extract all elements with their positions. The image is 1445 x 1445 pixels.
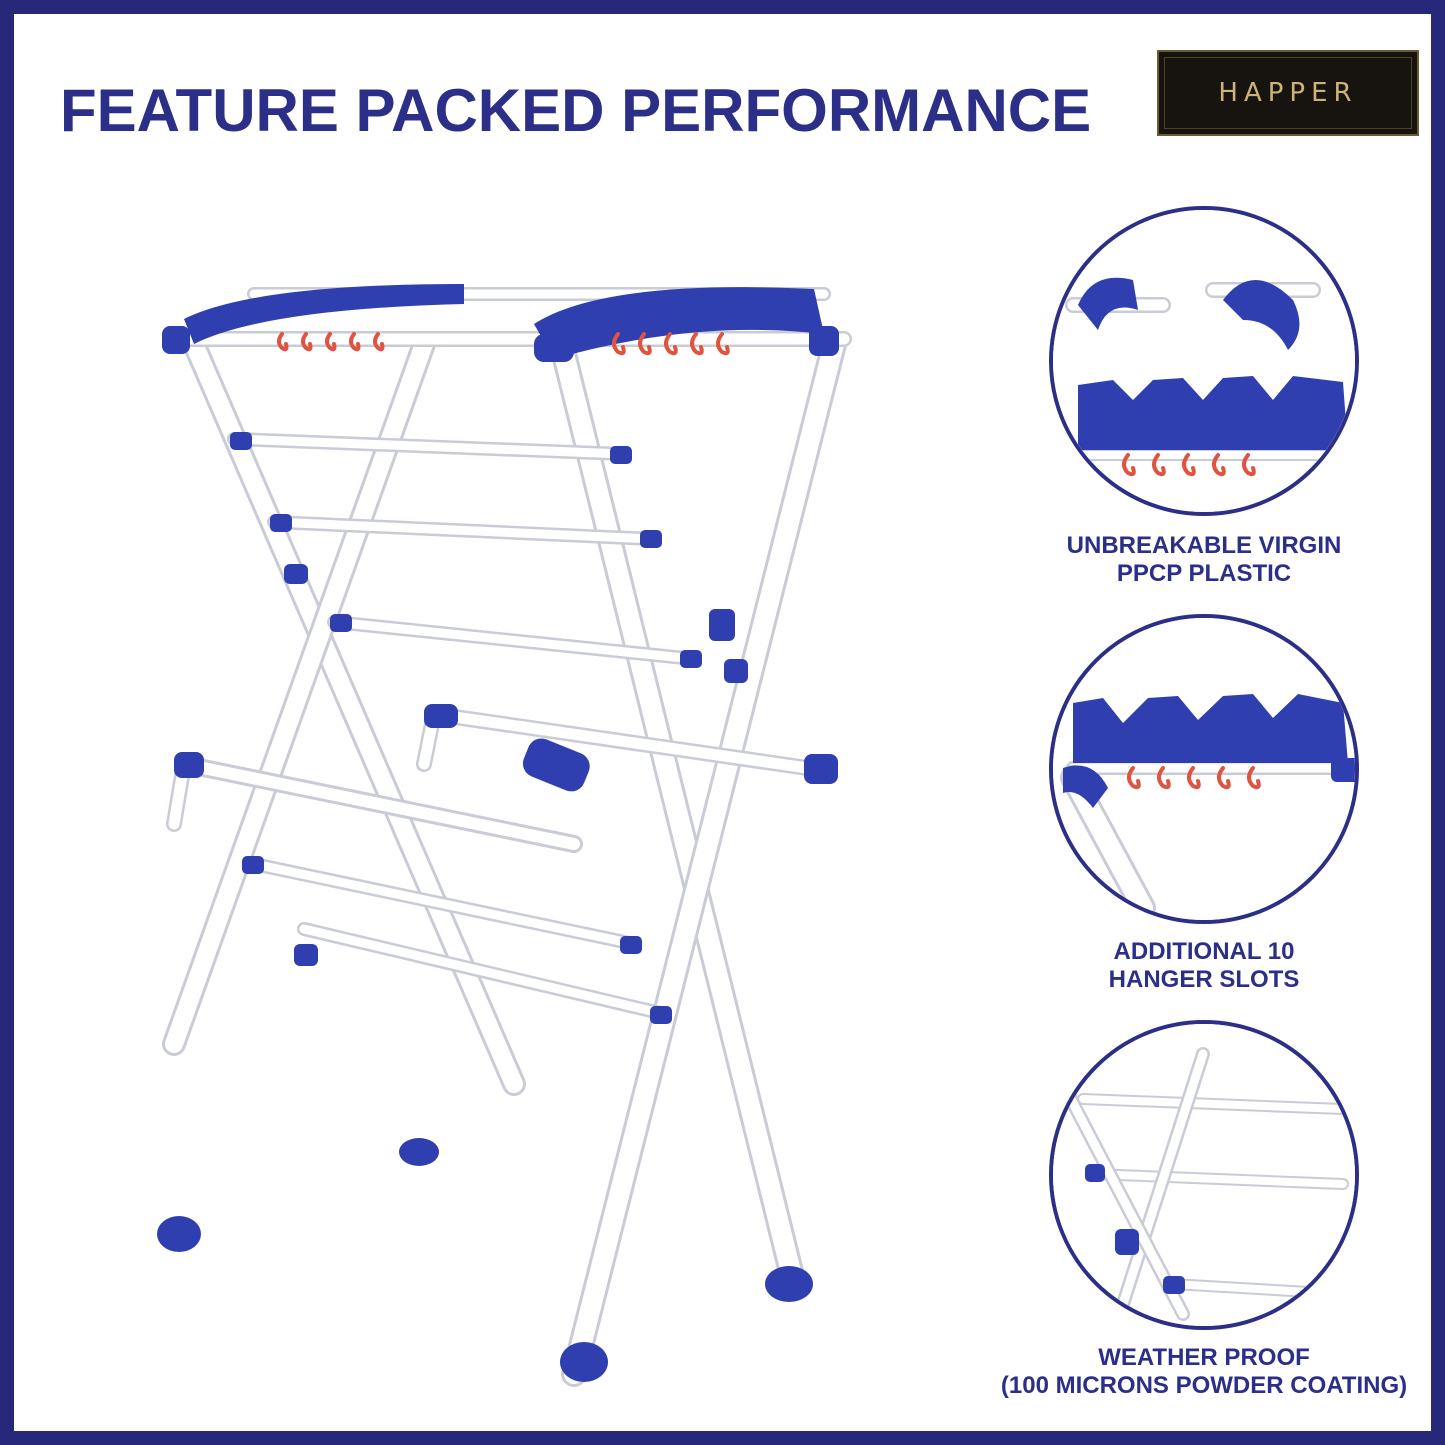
- feature-hangers-line2: HANGER SLOTS: [1108, 966, 1300, 993]
- feature-plastic-line2: PPCP PLASTIC: [1116, 560, 1292, 587]
- feature-plastic-line1: UNBREAKABLE VIRGIN: [1066, 532, 1342, 559]
- logo-border: [1164, 57, 1412, 129]
- feature-hangers-line1: ADDITIONAL 10: [1113, 938, 1295, 965]
- feature-coating-line2: (100 MICRONS POWDER COATING): [1000, 1372, 1408, 1399]
- brand-logo: HAPPER: [1157, 50, 1419, 136]
- feature-hangers-image: [1049, 614, 1359, 924]
- feature-plastic-image: [1049, 206, 1359, 516]
- brand-name: HAPPER: [1218, 78, 1358, 108]
- feature-hangers-caption: ADDITIONAL 10 HANGER SLOTS: [974, 938, 1434, 994]
- feature-coating-image: [1049, 1020, 1359, 1330]
- feature-coating-caption: WEATHER PROOF (100 MICRONS POWDER COATIN…: [974, 1344, 1434, 1400]
- page-title: FEATURE PACKED PERFORMANCE: [60, 77, 1092, 144]
- feature-coating-line1: WEATHER PROOF: [1098, 1344, 1310, 1371]
- drying-stand-image: [157, 284, 852, 1387]
- feature-plastic-caption: UNBREAKABLE VIRGIN PPCP PLASTIC: [974, 532, 1434, 588]
